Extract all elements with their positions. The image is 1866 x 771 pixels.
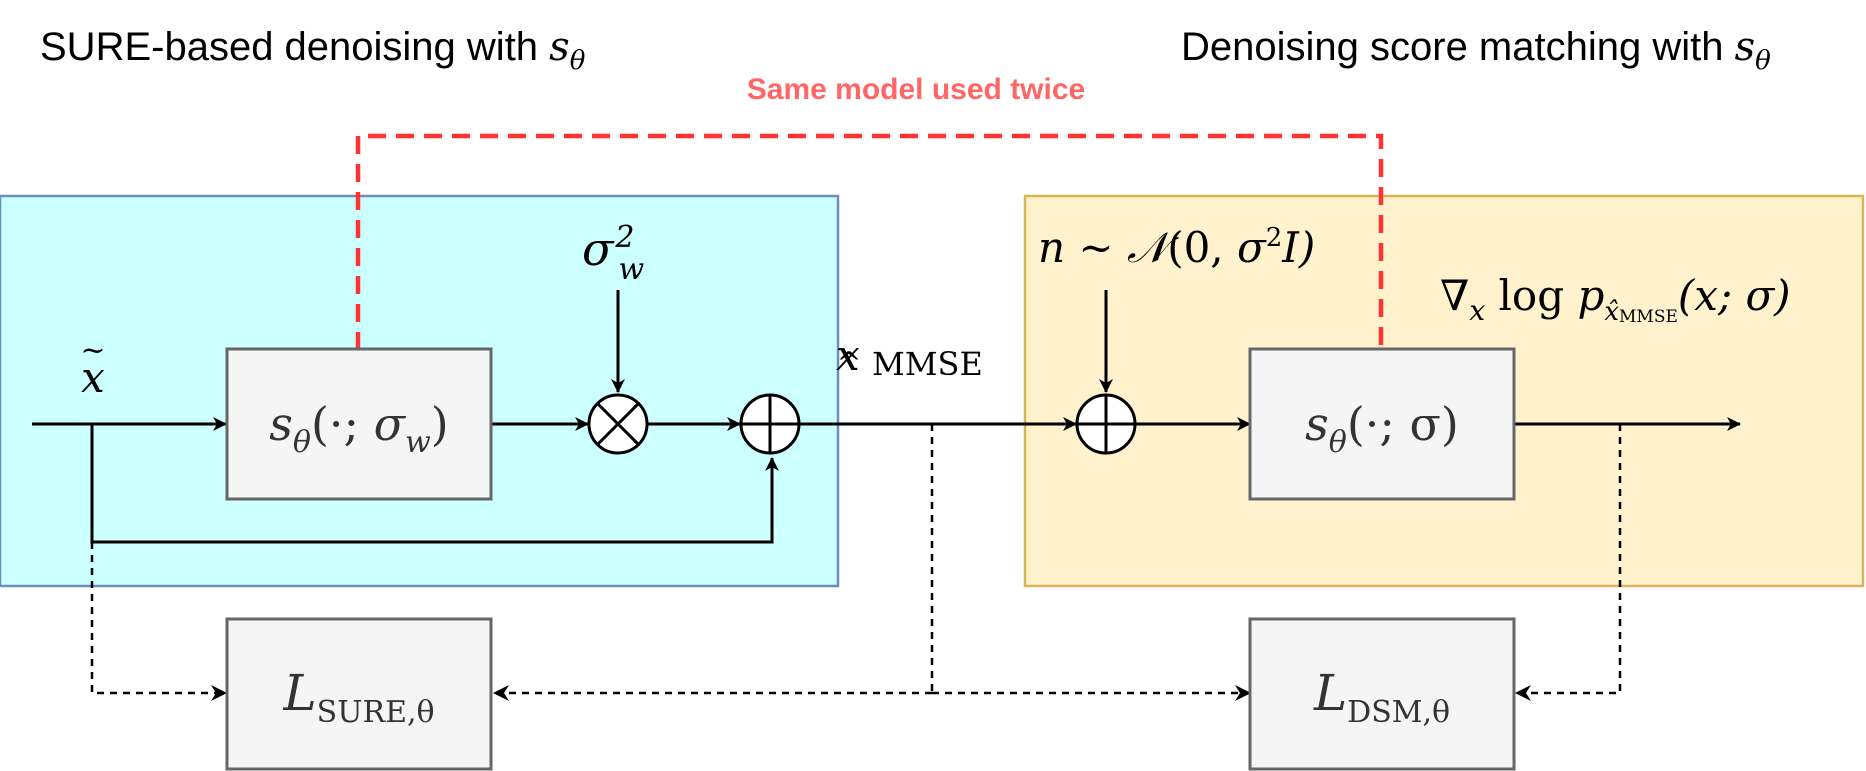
svg-text:LDSM,θ: LDSM,θ <box>1313 664 1450 730</box>
noise-label: n ∼ 𝒩(0, σ2I) <box>1038 223 1315 272</box>
title-dsm: Denoising score matching with sθ <box>1181 24 1771 76</box>
svg-text:sθ(·; σ): sθ(·; σ) <box>1305 397 1459 460</box>
sure-loss-input-link <box>90 542 227 701</box>
multiply-node <box>587 393 649 455</box>
sure-loss-block: LSURE,θ <box>225 617 493 771</box>
adder-node-dsm <box>1075 393 1137 455</box>
svg-text:^: ^ <box>836 346 861 381</box>
adder-node-sure <box>739 393 801 455</box>
title-sure: SURE-based denoising with sθ <box>40 24 586 76</box>
dsm-loss-block: LDSM,θ <box>1248 617 1516 771</box>
svg-text:x: x <box>81 353 105 402</box>
score-model-block-sure: sθ(·; σw) <box>225 347 493 501</box>
skip-connection-arrow <box>90 424 779 544</box>
svg-text:sθ(·; σw): sθ(·; σw) <box>269 397 448 460</box>
annotation-same-model: Same model used twice <box>747 73 1085 106</box>
input-label-x-tilde: x ~ <box>80 333 105 402</box>
score-model-block-dsm: sθ(·; σ) <box>1248 347 1516 501</box>
score-output-label: ∇x log px̂MMSE(x; σ) <box>1440 271 1791 327</box>
same-model-link <box>355 133 1384 350</box>
svg-text:MMSE: MMSE <box>872 345 983 383</box>
svg-text:x: x <box>836 331 860 380</box>
svg-text:~: ~ <box>80 333 105 368</box>
score-to-dsm-loss-link <box>1515 424 1622 701</box>
mmse-estimate-label: ^ x MMSE <box>836 331 983 383</box>
svg-text:LSURE,θ: LSURE,θ <box>282 664 434 730</box>
